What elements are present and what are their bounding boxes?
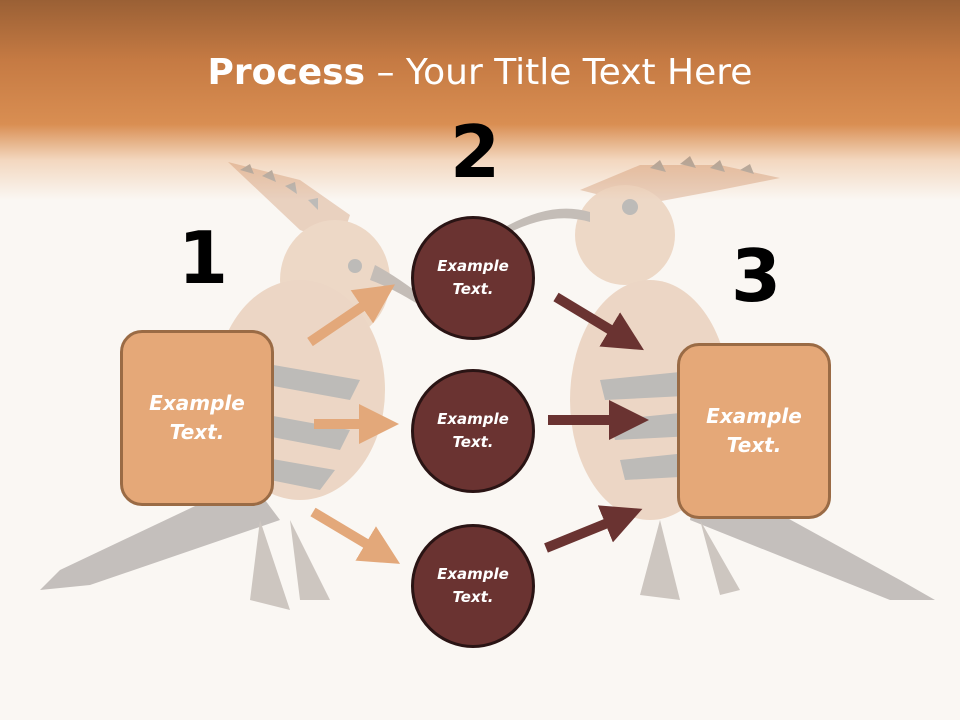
circle-middle-line1: Example bbox=[437, 410, 509, 428]
circle-middle-line2: Text. bbox=[452, 433, 494, 451]
process-circle-top: Example Text. bbox=[411, 216, 535, 340]
circle-bottom-line2: Text. bbox=[452, 588, 494, 606]
step-number-3: 3 bbox=[731, 234, 782, 318]
arrow-bottom-to-right bbox=[544, 505, 643, 553]
circle-bottom-line1: Example bbox=[437, 565, 509, 583]
right-process-box: Example Text. bbox=[677, 343, 831, 519]
step-number-2: 2 bbox=[450, 110, 501, 194]
left-process-box: Example Text. bbox=[120, 330, 274, 506]
process-circle-bottom: Example Text. bbox=[411, 524, 535, 648]
left-box-line2: Text. bbox=[169, 420, 225, 444]
arrow-top-to-right bbox=[553, 292, 644, 351]
left-box-line1: Example bbox=[149, 391, 245, 415]
header-band bbox=[0, 0, 960, 200]
title-bold: Process bbox=[207, 52, 366, 93]
right-box-line1: Example bbox=[706, 404, 802, 428]
process-circle-middle: Example Text. bbox=[411, 369, 535, 493]
step-number-1: 1 bbox=[178, 216, 229, 300]
arrow-left-to-top bbox=[307, 284, 395, 347]
slide-title: Process – Your Title Text Here bbox=[0, 52, 960, 93]
arrow-left-to-bottom bbox=[310, 507, 401, 564]
circle-top-line1: Example bbox=[437, 257, 509, 275]
right-box-line2: Text. bbox=[726, 433, 782, 457]
circle-top-line2: Text. bbox=[452, 280, 494, 298]
title-rest: – Your Title Text Here bbox=[365, 52, 753, 93]
